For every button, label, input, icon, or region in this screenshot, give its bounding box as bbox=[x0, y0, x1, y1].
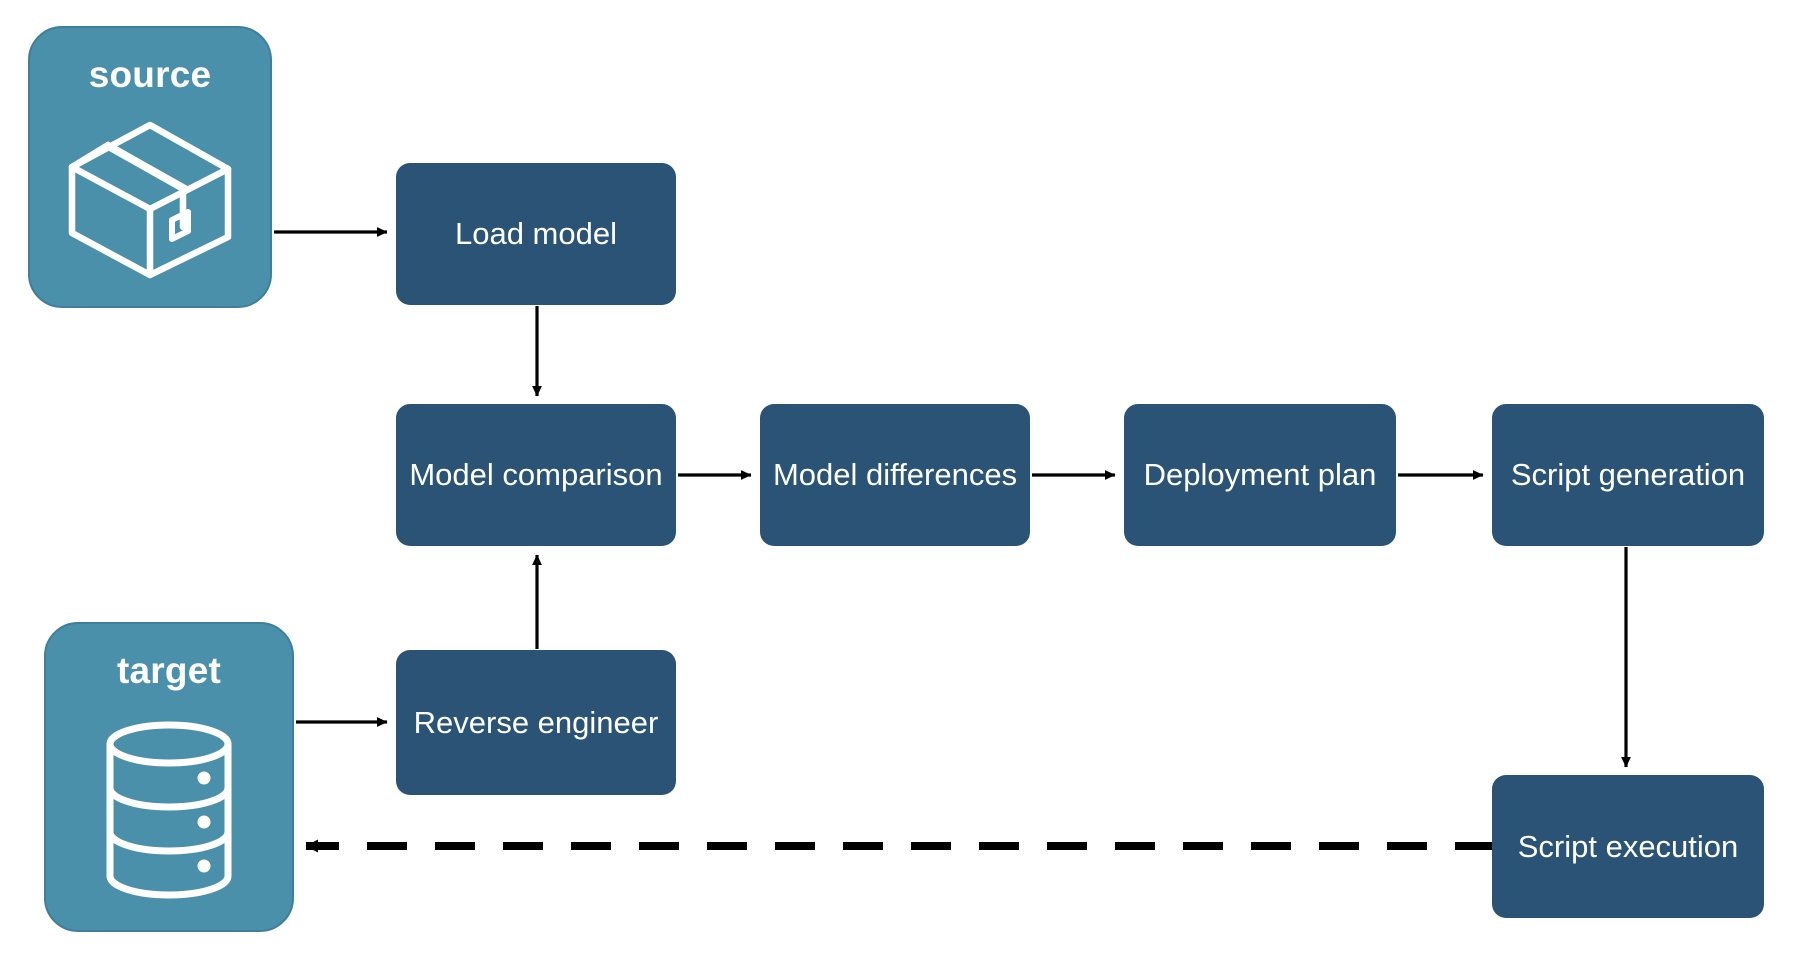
database-cylinder-icon bbox=[46, 689, 292, 930]
process-script-generation-label: Script generation bbox=[1510, 457, 1746, 493]
process-reverse-engineer-label: Reverse engineer bbox=[413, 704, 659, 740]
package-box-icon bbox=[30, 93, 270, 306]
process-model-comparison[interactable]: Model comparison bbox=[396, 404, 676, 546]
process-model-comparison-label: Model comparison bbox=[409, 457, 663, 493]
endpoint-target[interactable]: target bbox=[44, 622, 294, 932]
process-deployment-plan-label: Deployment plan bbox=[1143, 457, 1377, 493]
process-deployment-plan[interactable]: Deployment plan bbox=[1124, 404, 1396, 546]
endpoint-source[interactable]: source bbox=[28, 26, 272, 308]
process-script-execution-label: Script execution bbox=[1517, 828, 1739, 864]
process-model-differences[interactable]: Model differences bbox=[760, 404, 1030, 546]
process-load-model-label: Load model bbox=[454, 216, 617, 252]
process-load-model[interactable]: Load model bbox=[396, 163, 676, 305]
process-script-generation[interactable]: Script generation bbox=[1492, 404, 1764, 546]
endpoint-source-label: source bbox=[88, 54, 212, 95]
process-reverse-engineer[interactable]: Reverse engineer bbox=[396, 650, 676, 795]
process-model-differences-label: Model differences bbox=[772, 457, 1018, 493]
endpoint-target-label: target bbox=[117, 650, 221, 691]
process-script-execution[interactable]: Script execution bbox=[1492, 775, 1764, 918]
